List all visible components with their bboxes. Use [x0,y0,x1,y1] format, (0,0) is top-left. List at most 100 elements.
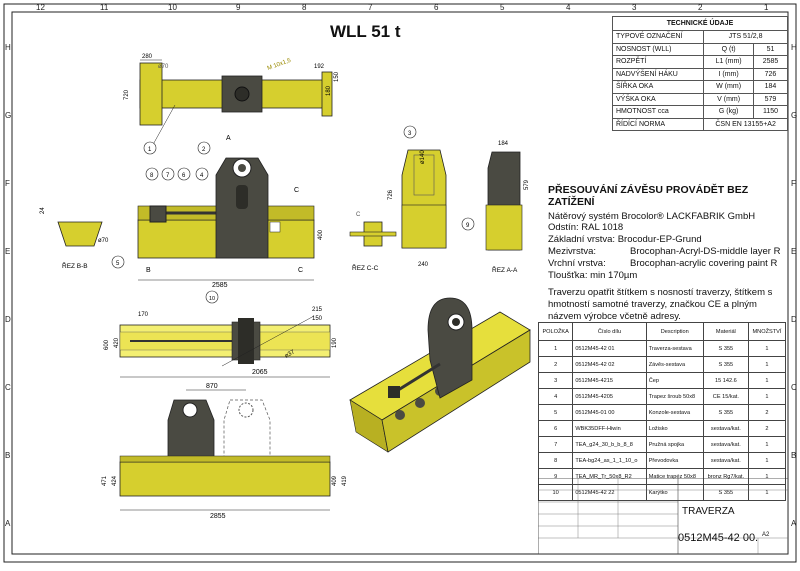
callout-4: 4 [200,173,204,179]
callout-5: 5 [116,261,120,267]
title-block [538,478,788,554]
bom-cell: 4 [537,388,574,405]
bom-cell: 1 [747,484,787,501]
label-note: Traverzu opatřit štítkem s nosností trav… [548,287,773,322]
bom-cell: sestava/kat. [702,452,749,469]
bom-cell: 3 [537,372,574,389]
bom-cell: 1 [537,340,574,357]
grid-top-label: 7 [368,3,373,12]
tech-cell: W (mm) [703,80,754,94]
callout-7: 7 [166,173,170,179]
dim-419: 419 [342,475,348,486]
dim-215: 215 [312,307,323,313]
section-mark-c: C [298,267,303,274]
bom-cell: Převodovka [645,452,704,469]
grid-top-label: 5 [500,3,505,12]
dim-24: 24 [40,207,46,214]
bom-cell: 7 [537,436,574,453]
outer-frame [3,3,797,563]
bom-header: Materiál [702,322,749,341]
dim-600: 600 [104,339,110,350]
grid-top-label: 2 [698,3,703,12]
tech-cell: JTS 51/2,8 [703,30,788,44]
dim-726: 726 [388,189,394,200]
bom-cell: 0512M45-42 02 [572,356,647,373]
coat-value: Brocophan-Acryl-DS-middle layer R [630,245,781,257]
warning-heading: PŘESOUVÁNÍ ZÁVĚSU PROVÁDĚT BEZ ZATÍŽENÍ [548,184,749,208]
grid-left-label: F [5,179,10,188]
bom-header: MNOŽSTVÍ [747,322,787,341]
front-view: 2585 400 B C A C 8 7 6 4 2 5 [111,135,324,289]
grid-top-label: 10 [168,3,177,12]
grid-left-label: G [5,111,11,120]
grid-top-label: 12 [36,3,45,12]
bom-cell: sestava/kat. [702,420,749,437]
bom-cell: 8 [537,452,574,469]
tech-cell: L1 (mm) [703,55,754,69]
bom-cell: WBK35DFF-Hiwin [572,420,647,437]
bom-header: POLOŽKA [537,322,574,341]
isometric-view [349,297,531,453]
tech-cell: ROZPĚTÍ [611,55,705,69]
dim-870: 870 [206,383,218,390]
tech-cell: I (mm) [703,67,754,81]
sheet-size: A2 [762,532,770,538]
tech-cell: Q (t) [703,42,754,56]
grid-left-label: C [5,383,11,392]
bom-cell: 2 [537,356,574,373]
bom-cell: Pružná spojka [645,436,704,453]
dim-184: 184 [498,141,509,147]
bom-cell: 1 [747,340,787,357]
dim-180: 180 [326,85,332,96]
grid-right-label: F [791,179,796,188]
grid-right-label: G [791,111,797,120]
dim-2855: 2855 [210,513,226,520]
callout-8: 8 [150,173,154,179]
grid-left-label: D [5,315,11,324]
grid-left-label: E [5,247,10,256]
bom-cell: 1 [747,452,787,469]
dim-d140: ø140 [420,150,426,164]
dim-471: 471 [102,475,108,486]
tech-cell: 726 [752,67,789,81]
tech-cell: 1150 [752,105,789,119]
dim-2065: 2065 [252,369,268,376]
grid-right-label: H [791,43,797,52]
tech-cell: ŠÍŘKA OKA [611,80,705,94]
grid-top-label: 3 [632,3,637,12]
coating-info: PŘESOUVÁNÍ ZÁVĚSU PROVÁDĚT BEZ ZATÍŽENÍ … [548,184,784,323]
thickness-line: Tloušťka: min 170µm [548,269,638,281]
tech-cell: G (kg) [703,105,754,119]
bom-cell: Ložisko [645,420,704,437]
dim-d70b: ø70 [98,238,109,244]
bom-cell: S 355 [702,356,749,373]
bom-cell: 6 [537,420,574,437]
bom-header: Description [645,322,704,341]
bom-cell: 10 [537,484,574,501]
callout-2: 2 [202,147,206,153]
grid-right-label: A [791,519,797,528]
tech-cell: HMOTNOST cca [611,105,705,119]
grid-left: H G F E D C B A H G F E D C B A [5,43,797,528]
coat-label: Mezivrstva: [548,245,597,257]
dim-240: 240 [418,262,429,268]
info-line: Nátěrový systém Brocolor® LACKFABRIK Gmb… [548,210,756,222]
section-mark-a: A [226,135,231,142]
tech-cell: NOSNOST (WLL) [611,42,705,56]
tech-cell: 579 [752,92,789,106]
bom-cell: Čep [645,372,704,389]
grid-top-label: 4 [566,3,571,12]
section-cc-label: ŘEZ C-C [352,263,379,272]
bom-cell: Karýtko [645,484,704,501]
grid-left-label: A [5,519,11,528]
